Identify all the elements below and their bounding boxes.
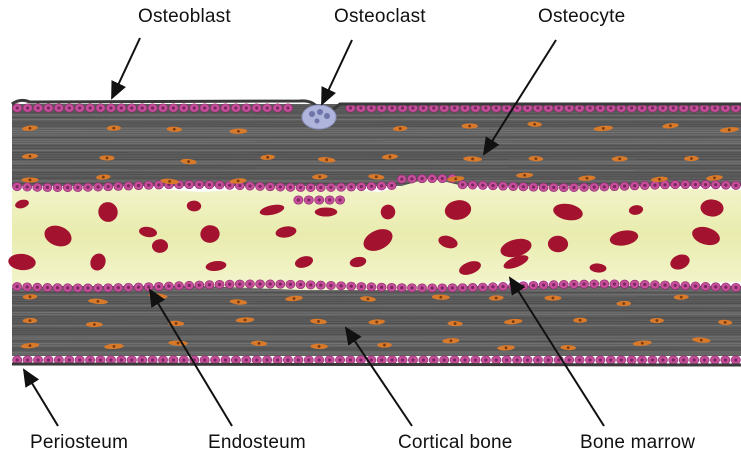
label-osteoblast: Osteoblast xyxy=(138,6,231,28)
label-osteoclast: Osteoclast xyxy=(334,6,426,28)
label-osteocyte: Osteocyte xyxy=(538,6,625,28)
osteoclast-cell xyxy=(302,105,336,129)
periosteum-lower-membrane xyxy=(12,364,741,365)
pointer-periosteum xyxy=(24,370,58,426)
pointer-osteoblast xyxy=(112,38,140,98)
label-cortical-bone: Cortical bone xyxy=(398,432,513,454)
pointer-osteoclast xyxy=(322,40,352,104)
label-periosteum: Periosteum xyxy=(30,432,128,454)
cortical-bone-upper xyxy=(12,104,741,186)
label-bone-marrow: Bone marrow xyxy=(580,432,695,454)
label-endosteum: Endosteum xyxy=(208,432,306,454)
